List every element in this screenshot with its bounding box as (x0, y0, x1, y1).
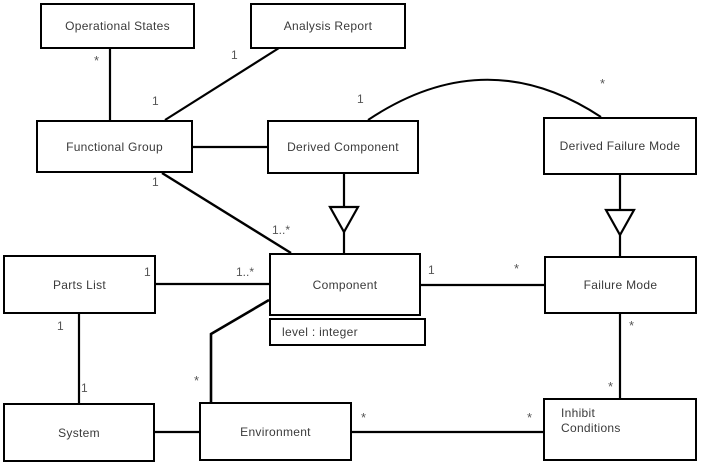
edge-derived-component-derived-failure-mode-arc (367, 78, 602, 121)
multiplicity-failure-mode-component-end: * (514, 261, 520, 276)
class-name-system: System (58, 425, 100, 440)
class-name-derived-failure-mode: Derived Failure Mode (559, 139, 681, 153)
multiplicity-component-functional-group-end: 1..* (272, 223, 291, 237)
class-box-operational-states[interactable]: Operational States (40, 3, 195, 49)
multiplicity-inhibit-failure-mode-end: * (608, 379, 614, 394)
multiplicity-system-parts-list-end: 1 (81, 381, 88, 395)
edge-functional-group-analysis-report (164, 47, 280, 121)
multiplicity-parts-list-system-end: 1 (57, 319, 64, 333)
class-box-derived-failure-mode[interactable]: Derived Failure Mode (543, 117, 697, 175)
multiplicity-functional-group-component-end: 1 (152, 175, 159, 189)
multiplicity-operational-states-functional-group: * (94, 53, 100, 68)
class-attributes-component[interactable]: level : integer (269, 318, 426, 346)
attribute-component-level: level : integer (282, 325, 358, 339)
class-box-environment[interactable]: Environment (199, 402, 352, 461)
class-box-component[interactable]: Component (269, 253, 421, 316)
class-box-derived-component[interactable]: Derived Component (267, 120, 419, 174)
class-name-environment: Environment (240, 424, 311, 439)
class-name-parts-list: Parts List (52, 277, 106, 292)
multiplicity-derived-failure-mode-arc-end: * (600, 76, 606, 91)
multiplicity-inhibit-environment-end: * (527, 410, 533, 425)
class-box-system[interactable]: System (3, 403, 155, 462)
multiplicity-environment-inhibit-end: * (361, 410, 367, 425)
multiplicity-environment-component-end: * (194, 373, 200, 388)
multiplicity-functional-group-analysis-report-end: 1 (152, 94, 159, 108)
class-name-component: Component (312, 277, 378, 292)
multiplicity-component-failure-mode-end: 1 (428, 263, 435, 277)
class-name-functional-group: Functional Group (66, 139, 163, 154)
class-name-analysis-report: Analysis Report (283, 19, 373, 33)
class-name-operational-states: Operational States (65, 19, 170, 33)
class-box-inhibit-conditions[interactable]: Inhibit Conditions (543, 398, 697, 461)
class-box-functional-group[interactable]: Functional Group (36, 120, 193, 173)
multiplicity-parts-list-component-end: 1 (144, 265, 151, 279)
class-box-parts-list[interactable]: Parts List (3, 255, 156, 314)
multiplicity-derived-component-arc-end: 1 (357, 92, 364, 106)
class-box-analysis-report[interactable]: Analysis Report (250, 3, 406, 49)
generalization-triangle-component (328, 205, 360, 235)
class-name-failure-mode: Failure Mode (583, 278, 658, 292)
multiplicity-component-parts-list-end: 1..* (236, 265, 255, 279)
edge-functional-group-component (161, 171, 292, 255)
class-box-failure-mode[interactable]: Failure Mode (544, 256, 697, 314)
edge-component-environment (209, 298, 270, 402)
multiplicity-analysis-report-end: 1 (231, 48, 238, 62)
class-name-inhibit-conditions: Inhibit Conditions (561, 406, 621, 435)
generalization-triangle-failure-mode (604, 208, 636, 238)
class-name-derived-component: Derived Component (287, 140, 399, 154)
multiplicity-failure-mode-inhibit-end: * (629, 318, 635, 333)
